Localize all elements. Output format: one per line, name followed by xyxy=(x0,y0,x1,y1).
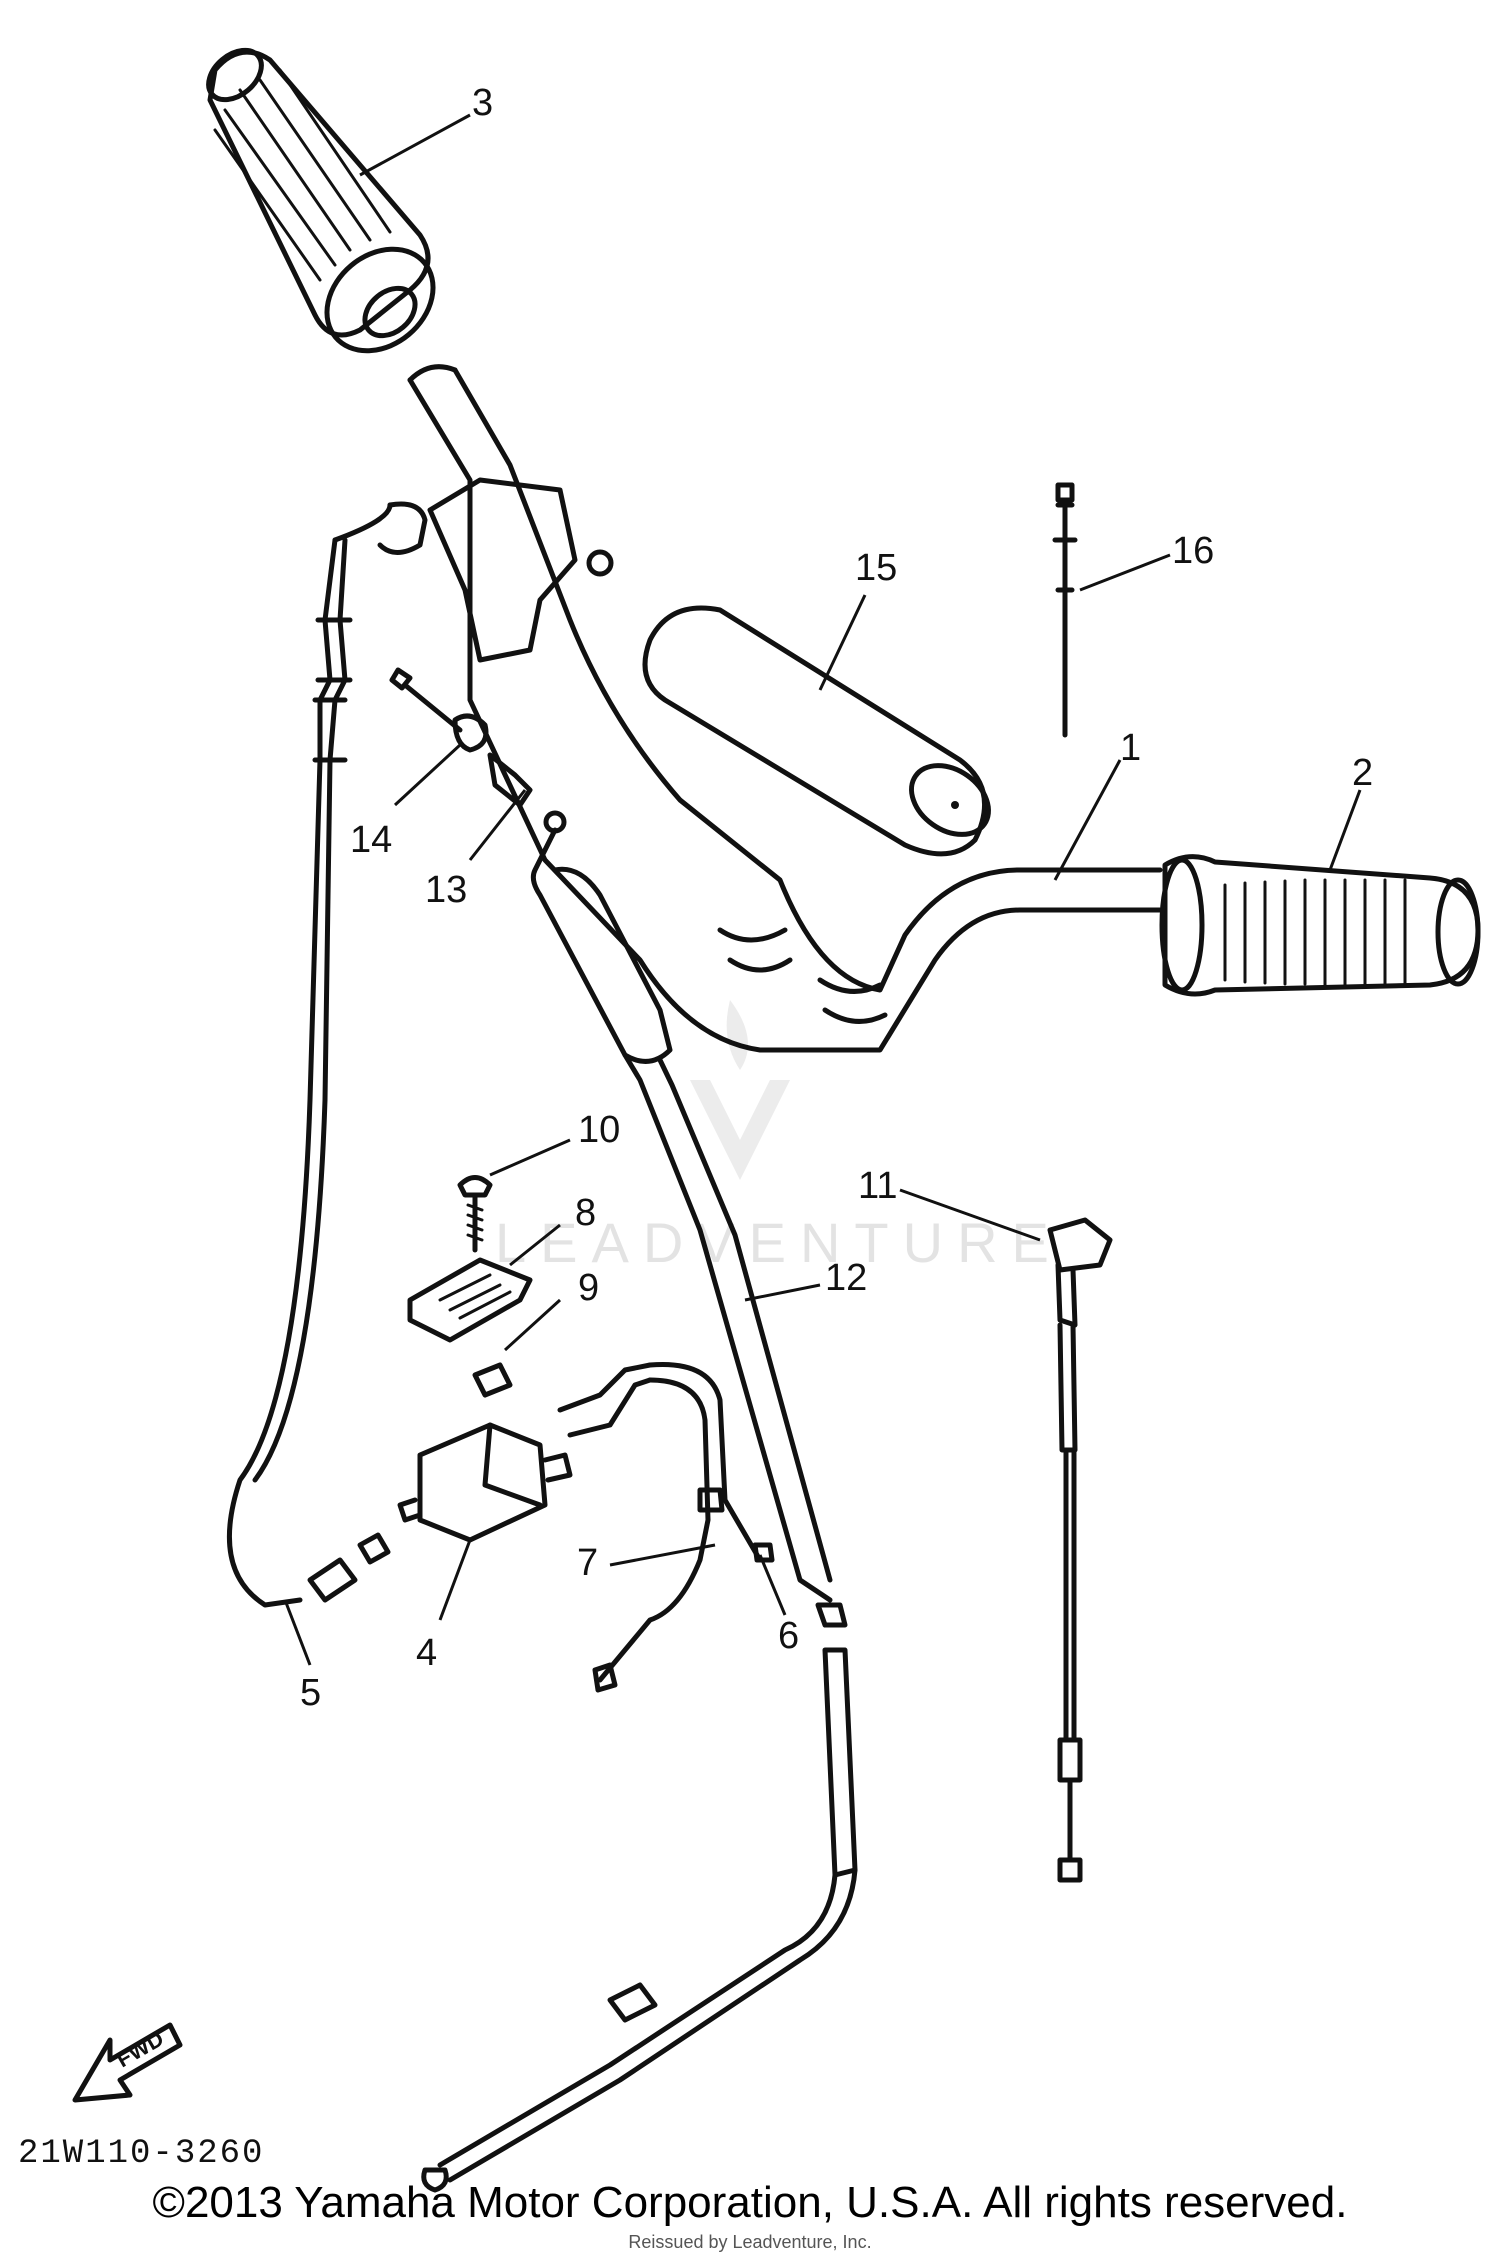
callout-1: 1 xyxy=(1120,727,1141,769)
throttle-cable xyxy=(226,501,428,1608)
callout-2: 2 xyxy=(1352,752,1373,794)
watermark: LEADVENTURE xyxy=(495,1000,1063,1274)
reissue-notice: Reissued by Leadventure, Inc. xyxy=(628,2232,872,2252)
wiring-6-7 xyxy=(557,1361,775,1693)
reference-code: 21W110-3260 xyxy=(18,2135,264,2173)
callout-16: 16 xyxy=(1172,530,1214,572)
switch-4 xyxy=(397,1422,573,1543)
callout-6: 6 xyxy=(778,1615,799,1657)
adjuster-14-13 xyxy=(389,667,567,834)
bolt-16 xyxy=(1052,482,1078,738)
callout-10: 10 xyxy=(578,1109,620,1151)
copyright-notice: ©2013 Yamaha Motor Corporation, U.S.A. A… xyxy=(152,2178,1348,2227)
callout-5: 5 xyxy=(300,1672,321,1714)
nut-9 xyxy=(472,1362,513,1398)
callout-3: 3 xyxy=(472,82,493,124)
cable-12 xyxy=(421,827,858,2193)
callouts: 1 2 3 4 5 6 7 8 9 10 11 12 13 14 15 16 xyxy=(283,82,1373,1714)
screw-10 xyxy=(457,1175,493,1253)
left-grip xyxy=(206,47,436,354)
watermark-text: LEADVENTURE xyxy=(495,1211,1063,1274)
callout-13: 13 xyxy=(425,869,467,911)
bracket-8 xyxy=(407,1257,533,1343)
right-grip xyxy=(1159,854,1481,997)
callout-14: 14 xyxy=(350,819,392,861)
callout-12: 12 xyxy=(825,1257,867,1299)
callout-11: 11 xyxy=(858,1165,897,1207)
callout-9: 9 xyxy=(578,1267,599,1309)
callout-7: 7 xyxy=(577,1542,598,1584)
handlebar xyxy=(407,364,1163,1053)
callout-4: 4 xyxy=(416,1632,437,1674)
cable-11 xyxy=(1047,1217,1113,1883)
callout-8: 8 xyxy=(575,1192,596,1234)
handlebar-pad xyxy=(642,605,991,857)
fwd-arrow: FWD xyxy=(72,2022,183,2103)
callout-15: 15 xyxy=(855,547,897,589)
